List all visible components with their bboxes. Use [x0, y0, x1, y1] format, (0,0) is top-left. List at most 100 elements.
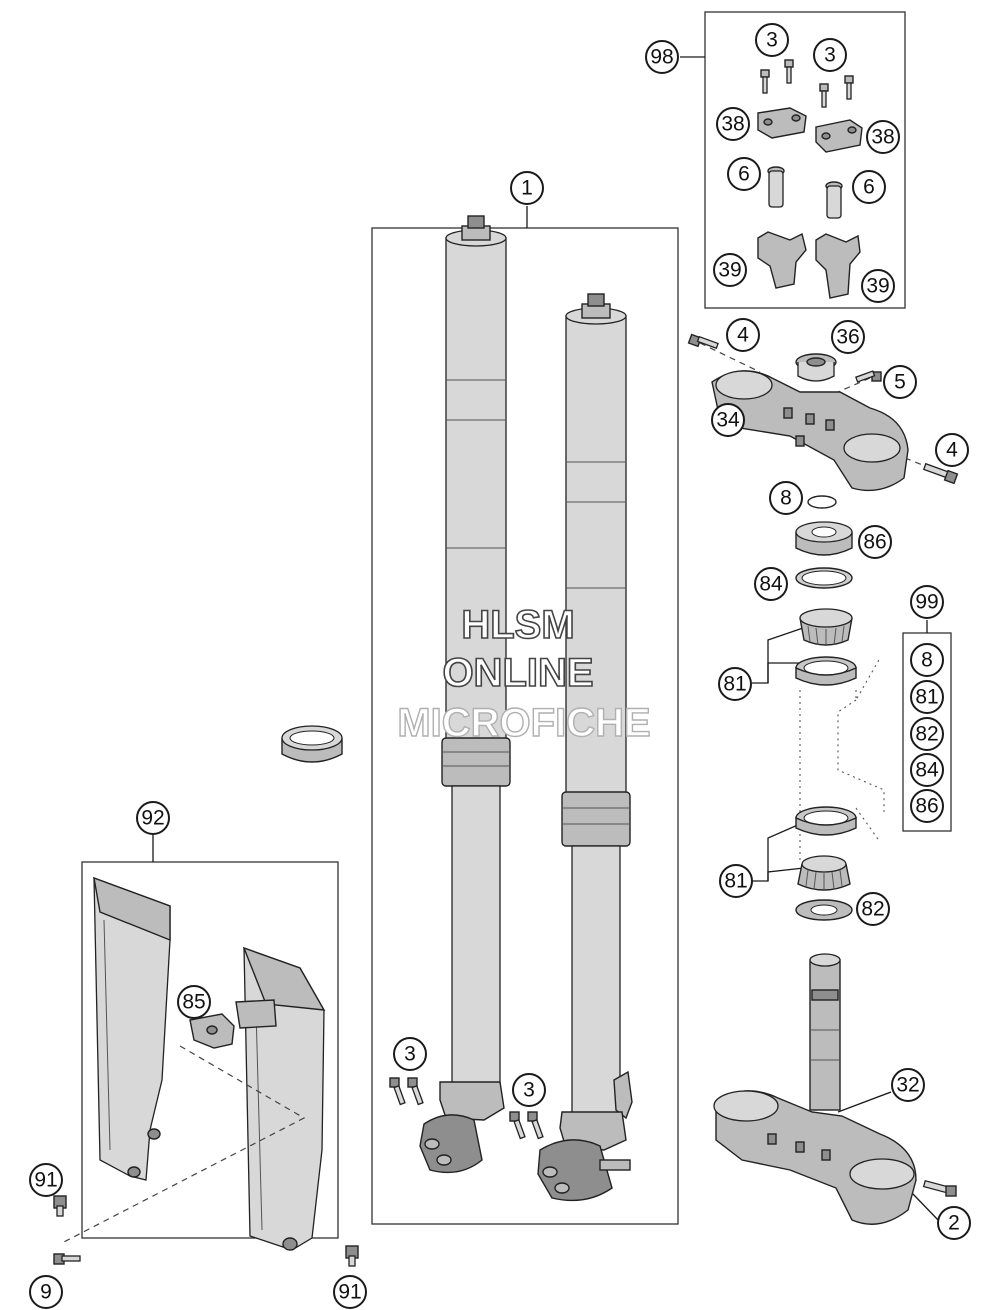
svg-text:34: 34 [716, 409, 740, 432]
svg-text:3: 3 [404, 1043, 416, 1066]
callout-9: 9 [29, 1275, 63, 1309]
seal-ring-icon [795, 567, 853, 589]
callout-82: 82 [856, 892, 890, 926]
svg-text:81: 81 [723, 673, 746, 696]
svg-text:6: 6 [863, 176, 875, 199]
callout-92: 92 [136, 801, 170, 835]
kit-callout-86: 86 [910, 789, 944, 823]
leader-lines [152, 56, 941, 1223]
screw-icon [844, 75, 854, 100]
callout-38: 38 [716, 107, 750, 141]
svg-text:81: 81 [724, 870, 747, 893]
svg-text:38: 38 [871, 126, 894, 149]
bolt-icon [825, 181, 843, 219]
kit-callout-82: 82 [910, 717, 944, 751]
o-ring-icon [807, 495, 837, 509]
kit-callout-84: 84 [910, 753, 944, 787]
pinch-bolt-icon [922, 462, 959, 485]
fork-cap-icon [461, 215, 491, 241]
watermark-line-3: MICROFICHE [397, 701, 650, 745]
watermark: HLSM ONLINE MICROFICHE [397, 602, 652, 746]
tapered-roller-bearing-icon [799, 608, 853, 646]
callout-4: 4 [726, 318, 760, 352]
svg-text:8: 8 [780, 487, 792, 510]
svg-text:9: 9 [40, 1281, 52, 1304]
callout-39: 39 [861, 269, 895, 303]
fork-leg-right [537, 293, 633, 1202]
screw-icon [784, 59, 794, 84]
fork-assembly-box [371, 227, 679, 1225]
svg-text:32: 32 [896, 1074, 919, 1097]
steering-bearings [795, 495, 885, 921]
svg-text:8: 8 [921, 649, 933, 672]
guard-bracket-icon [189, 999, 277, 1049]
svg-text:3: 3 [766, 29, 778, 52]
svg-text:3: 3 [523, 1079, 535, 1102]
fork-guard-left [93, 876, 171, 1181]
svg-text:91: 91 [34, 1169, 57, 1192]
bearing-race-icon [795, 656, 857, 686]
screw-icon [819, 83, 829, 108]
watermark-line-1: HLSM [461, 603, 574, 647]
callout-39: 39 [713, 253, 747, 287]
axle-clamp-screws [389, 1077, 544, 1140]
callout-86: 86 [858, 525, 892, 559]
svg-text:5: 5 [894, 371, 906, 394]
lower-seal-icon [795, 899, 853, 921]
watermark-line-2: ONLINE [442, 651, 593, 695]
callout-99: 99 [910, 585, 944, 619]
callout-3: 3 [755, 23, 789, 57]
svg-text:86: 86 [863, 531, 886, 554]
callout-91: 91 [333, 1275, 367, 1309]
hardware-kit-parts [757, 59, 863, 299]
callout-2: 2 [937, 1206, 971, 1240]
callout-98: 98 [645, 40, 679, 74]
kit-callout-8: 8 [910, 643, 944, 677]
bearing-race-icon [795, 806, 857, 836]
svg-text:1: 1 [521, 177, 533, 200]
svg-text:6: 6 [738, 163, 750, 186]
callout-5: 5 [883, 365, 917, 399]
callout-1: 1 [510, 171, 544, 205]
svg-text:82: 82 [915, 723, 938, 746]
svg-text:92: 92 [141, 807, 164, 830]
callout-81: 81 [719, 864, 753, 898]
fork-ring-icon [281, 725, 343, 763]
svg-text:4: 4 [737, 324, 749, 347]
kit-callout-81: 81 [910, 680, 944, 714]
fork-guard-right [240, 946, 326, 1251]
callout-36: 36 [831, 320, 865, 354]
fork-guard-box [81, 861, 339, 1239]
callout-32: 32 [891, 1068, 925, 1102]
callout-34: 34 [711, 403, 745, 437]
callout-85: 85 [177, 985, 211, 1019]
svg-text:39: 39 [866, 275, 889, 298]
svg-text:4: 4 [946, 439, 958, 462]
svg-text:85: 85 [182, 991, 205, 1014]
svg-text:36: 36 [836, 326, 859, 349]
svg-text:86: 86 [915, 795, 938, 818]
bolt-icon [767, 166, 785, 208]
callout-6: 6 [852, 170, 886, 204]
svg-text:91: 91 [338, 1281, 361, 1304]
guard-screws [53, 1195, 359, 1267]
pinch-bolt-icon [687, 333, 719, 350]
callout-91: 91 [29, 1163, 63, 1197]
svg-text:3: 3 [824, 44, 836, 67]
svg-text:84: 84 [759, 573, 783, 596]
callout-6: 6 [727, 157, 761, 191]
svg-text:2: 2 [948, 1212, 960, 1235]
dust-seal-icon [795, 521, 853, 556]
callout-84: 84 [754, 567, 788, 601]
hardware-kit-box [704, 11, 906, 309]
callout-81: 81 [718, 667, 752, 701]
fork-leg-left [419, 215, 511, 1174]
lower-triple-clamp [713, 953, 957, 1225]
svg-text:82: 82 [861, 898, 884, 921]
upper-triple-clamp [687, 333, 959, 492]
svg-text:38: 38 [721, 113, 744, 136]
svg-text:81: 81 [915, 686, 938, 709]
pinch-bolt-icon [922, 1179, 957, 1197]
screw-icon [760, 69, 770, 94]
